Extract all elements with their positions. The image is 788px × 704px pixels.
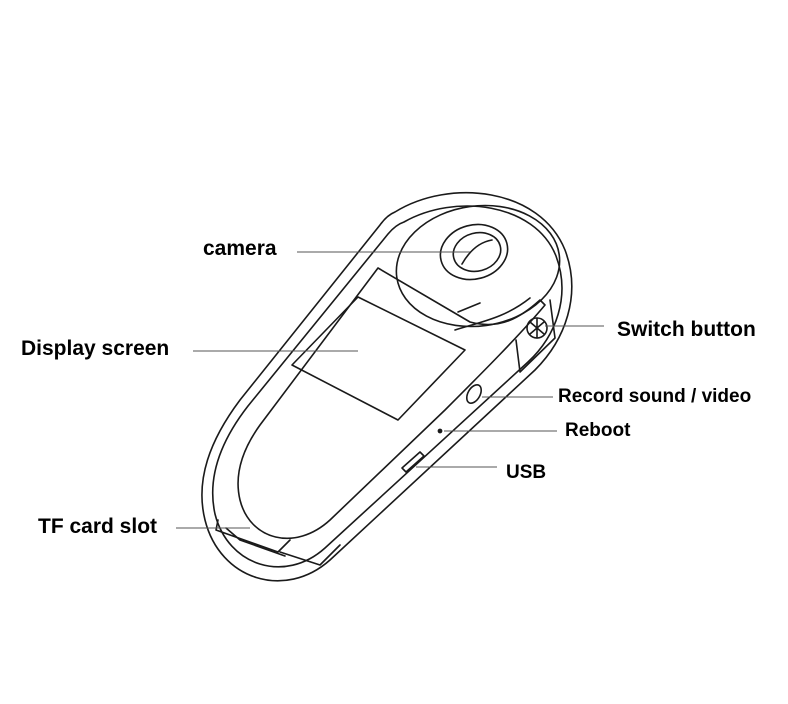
- bottom-clip: [215, 519, 291, 553]
- label-camera: camera: [203, 237, 277, 260]
- camera-lens-inner: [452, 231, 502, 273]
- label-display-screen: Display screen: [21, 337, 170, 360]
- label-usb: USB: [506, 462, 547, 483]
- bottom-clip-inner: [225, 527, 286, 557]
- device-side-rail: [515, 299, 556, 373]
- face-divider: [454, 297, 531, 331]
- bottom-heel: [279, 544, 341, 566]
- label-reboot: Reboot: [565, 420, 631, 441]
- label-record-sound-video: Record sound / video: [558, 386, 752, 407]
- camera-lens-outer: [439, 223, 509, 281]
- switch-button-grip: [529, 317, 545, 339]
- label-switch-button: Switch button: [617, 318, 756, 341]
- camera-lens-highlight: [461, 239, 493, 265]
- display-screen: [291, 296, 466, 421]
- reboot-pinhole: [437, 428, 443, 434]
- device-outer-shell: [201, 192, 573, 582]
- device-inner-bevel: [211, 205, 563, 568]
- camera-disc: [395, 204, 561, 328]
- usb-port: [401, 451, 425, 473]
- record-button: [465, 384, 483, 404]
- label-tf-card-slot: TF card slot: [38, 515, 158, 538]
- lens-divider-line: [457, 302, 481, 313]
